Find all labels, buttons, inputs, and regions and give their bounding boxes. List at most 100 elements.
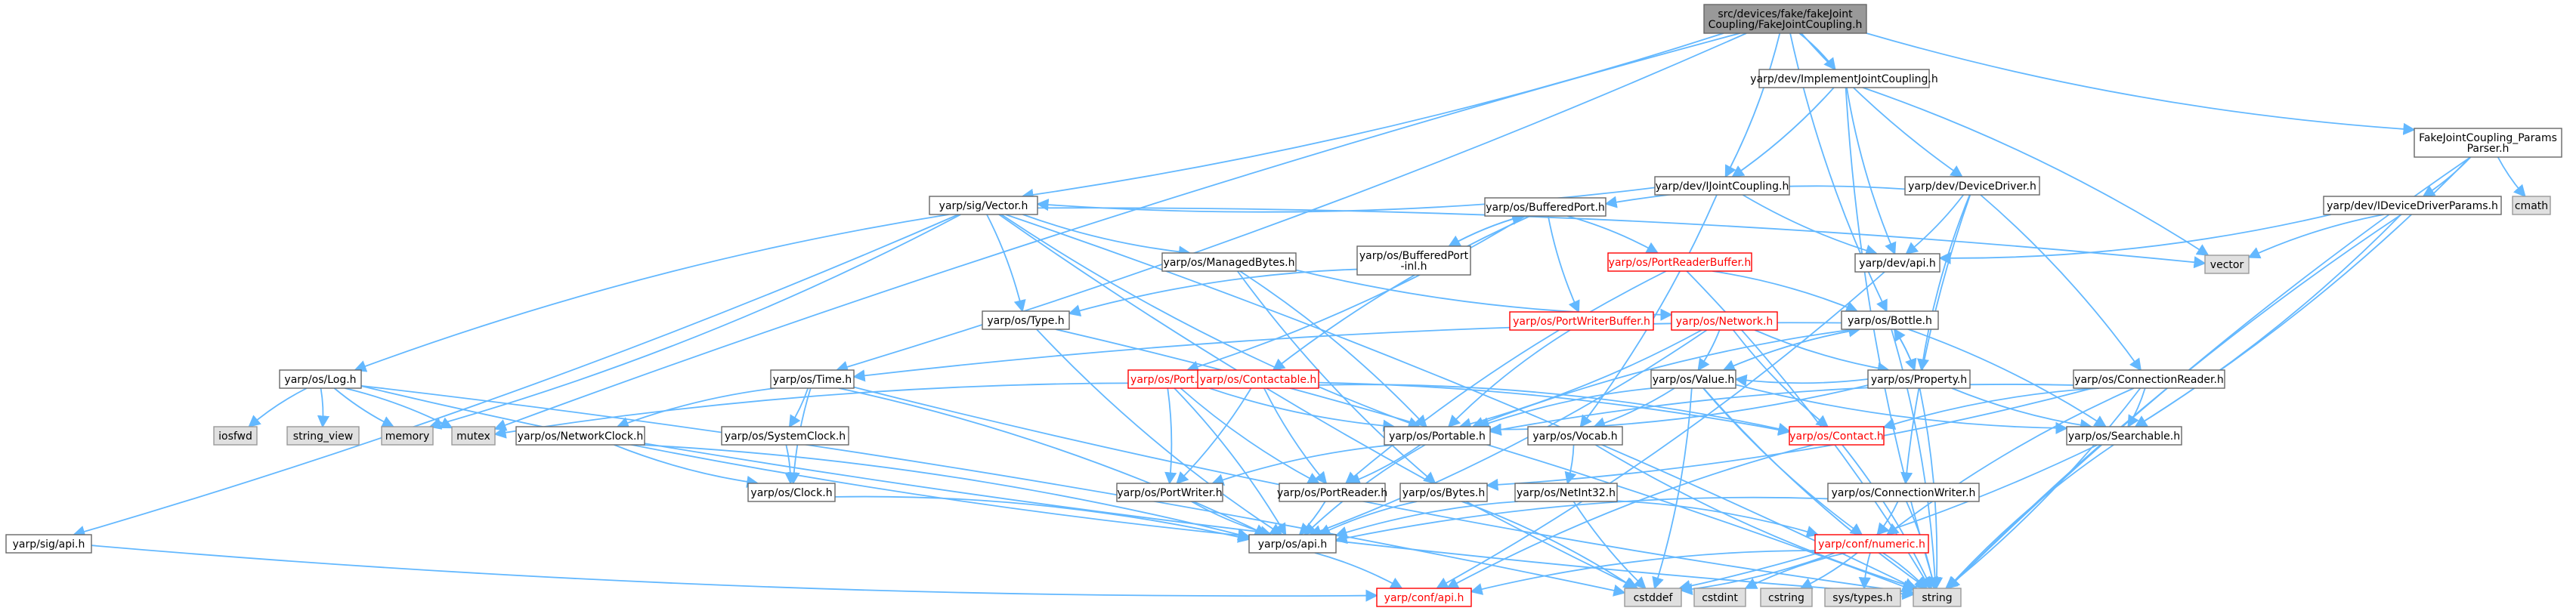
node-systypes[interactable]: sys/types.h — [1824, 588, 1901, 607]
edge-devdriver-to-devapi — [1905, 194, 1965, 255]
node-label: yarp/dev/api.h — [1859, 258, 1935, 270]
node-devdriver[interactable]: yarp/dev/DeviceDriver.h — [1904, 176, 2040, 196]
node-contactable[interactable]: yarp/os/Contactable.h — [1197, 369, 1319, 389]
node-label: mutex — [456, 430, 490, 443]
node-netclock[interactable]: yarp/os/NetworkClock.h — [515, 426, 645, 446]
edge-numeric-to-cstring — [1799, 552, 1858, 590]
node-label: vector — [2210, 259, 2244, 271]
node-connwriter[interactable]: yarp/os/ConnectionWriter.h — [1827, 483, 1980, 502]
node-label: yarp/os/Contactable.h — [1200, 374, 1317, 386]
node-box — [1854, 253, 1941, 273]
node-network[interactable]: yarp/os/Network.h — [1671, 311, 1778, 331]
node-vocab[interactable]: yarp/os/Vocab.h — [1527, 426, 1623, 446]
node-managedbytes[interactable]: yarp/os/ManagedBytes.h — [1161, 252, 1297, 272]
node-label: FakeJointCoupling_Params — [2419, 132, 2557, 144]
node-searchable[interactable]: yarp/os/Searchable.h — [2066, 426, 2182, 446]
node-value[interactable]: yarp/os/Value.h — [1650, 369, 1736, 389]
node-contact[interactable]: yarp/os/Contact.h — [1789, 426, 1885, 446]
edge-numeric-to-string — [1882, 552, 1928, 590]
node-label: yarp/os/ManagedBytes.h — [1164, 257, 1295, 269]
node-pwbuf[interactable]: yarp/os/PortWriterBuffer.h — [1509, 311, 1654, 331]
node-label: cstdint — [1702, 592, 1738, 604]
node-cstring[interactable]: cstring — [1760, 588, 1813, 607]
node-root[interactable]: src/devices/fake/fakeJointCoupling/FakeJ… — [1703, 4, 1867, 34]
node-box — [1867, 369, 1971, 389]
node-type[interactable]: yarp/os/Type.h — [982, 310, 1070, 330]
node-prbuf[interactable]: yarp/os/PortReaderBuffer.h — [1607, 252, 1752, 272]
node-mutex[interactable]: mutex — [451, 426, 496, 446]
edge-managedbytes-to-network — [1295, 269, 1673, 321]
node-sysclock[interactable]: yarp/os/SystemClock.h — [721, 426, 849, 446]
edge-vocab-to-netint32 — [1564, 444, 1577, 485]
node-label: yarp/os/ConnectionWriter.h — [1832, 487, 1976, 499]
node-cstdint[interactable]: cstdint — [1693, 588, 1746, 607]
node-bottle[interactable]: yarp/os/Bottle.h — [1841, 310, 1939, 330]
node-box — [721, 426, 849, 446]
node-string[interactable]: string — [1913, 588, 1962, 607]
node-box — [2414, 128, 2562, 158]
edge-log-to-cstddef — [360, 384, 1626, 597]
node-box — [2323, 196, 2502, 215]
node-bufport[interactable]: yarp/os/BufferedPort.h — [1484, 197, 1607, 217]
edge-bufport-to-port — [1186, 215, 1526, 373]
node-port[interactable]: yarp/os/Port.h — [1127, 369, 1208, 389]
node-cstddef[interactable]: cstddef — [1624, 588, 1682, 607]
edge-log-to-iosfwd — [248, 387, 308, 428]
edge-netint32-to-cstddef — [1573, 501, 1647, 590]
node-box — [1624, 588, 1682, 607]
node-memory[interactable]: memory — [381, 426, 434, 446]
node-box — [1693, 588, 1746, 607]
node-label: yarp/conf/api.h — [1384, 592, 1464, 604]
node-numeric[interactable]: yarp/conf/numeric.h — [1814, 534, 1929, 554]
node-box — [1913, 588, 1962, 607]
node-sigvector[interactable]: yarp/sig/Vector.h — [929, 196, 1038, 215]
node-bytes[interactable]: yarp/os/Bytes.h — [1399, 483, 1488, 502]
node-box — [1789, 426, 1885, 446]
node-time[interactable]: yarp/os/Time.h — [770, 369, 855, 389]
edge-value-to-searchable — [1735, 384, 2068, 434]
node-devapi[interactable]: yarp/dev/api.h — [1854, 253, 1941, 273]
node-connreader[interactable]: yarp/os/ConnectionReader.h — [2073, 369, 2225, 389]
node-bufportinl[interactable]: yarp/os/BufferedPort-inl.h — [1356, 245, 1471, 276]
edge-connreader-to-searchable — [2127, 387, 2146, 428]
node-netint32[interactable]: yarp/os/NetInt32.h — [1514, 483, 1618, 502]
edge-numeric-to-cstddef — [1680, 552, 1835, 596]
node-property[interactable]: yarp/os/Property.h — [1867, 369, 1971, 389]
node-ijc[interactable]: yarp/dev/IJointCoupling.h — [1654, 176, 1790, 196]
node-osapi[interactable]: yarp/os/api.h — [1248, 534, 1337, 554]
node-label: yarp/conf/numeric.h — [1818, 538, 1925, 551]
node-label: yarp/os/ConnectionReader.h — [2074, 374, 2224, 386]
node-label: yarp/os/Bottle.h — [1848, 315, 1932, 327]
edge-time-to-netclock — [616, 387, 775, 429]
edge-implJC-to-ijc — [1731, 87, 1835, 177]
node-label: yarp/os/Port.h — [1130, 374, 1205, 386]
node-portreader[interactable]: yarp/os/PortReader.h — [1277, 483, 1387, 502]
edge-bufport-to-contactable — [1272, 215, 1531, 371]
edge-searchable-to-cstddef — [1678, 444, 2098, 592]
node-label: yarp/os/Searchable.h — [2068, 430, 2180, 443]
edge-netclock-to-osapi — [640, 444, 1251, 541]
node-clock[interactable]: yarp/os/Clock.h — [747, 483, 836, 502]
node-string_view[interactable]: string_view — [286, 426, 360, 446]
node-portable[interactable]: yarp/os/Portable.h — [1384, 426, 1491, 446]
node-label: yarp/os/Vocab.h — [1532, 430, 1617, 443]
edge-bottle-to-searchable — [1908, 329, 2107, 427]
node-iosfwd[interactable]: iosfwd — [213, 426, 258, 446]
node-vector[interactable]: vector — [2204, 255, 2250, 274]
node-label: cmath — [2515, 200, 2548, 212]
edge-property-to-searchable — [1951, 387, 2093, 431]
node-sigapi[interactable]: yarp/sig/api.h — [5, 534, 92, 554]
node-confapi[interactable]: yarp/conf/api.h — [1376, 588, 1472, 607]
node-implJC[interactable]: yarp/dev/ImplementJointCoupling.h — [1750, 69, 1938, 88]
node-cmath[interactable]: cmath — [2512, 196, 2551, 215]
edge-value-to-cstddef — [1652, 387, 1693, 590]
node-idevparams[interactable]: yarp/dev/IDeviceDriverParams.h — [2323, 196, 2502, 215]
node-log[interactable]: yarp/os/Log.h — [279, 369, 362, 389]
edge-property-to-value — [1734, 374, 1869, 387]
node-portwriter[interactable]: yarp/os/PortWriter.h — [1116, 483, 1223, 502]
node-box — [1607, 252, 1752, 272]
node-label: yarp/dev/DeviceDriver.h — [1908, 180, 2036, 193]
edge-contactable-to-contact — [1318, 384, 1791, 435]
edge-netclock-to-string — [644, 443, 1915, 600]
